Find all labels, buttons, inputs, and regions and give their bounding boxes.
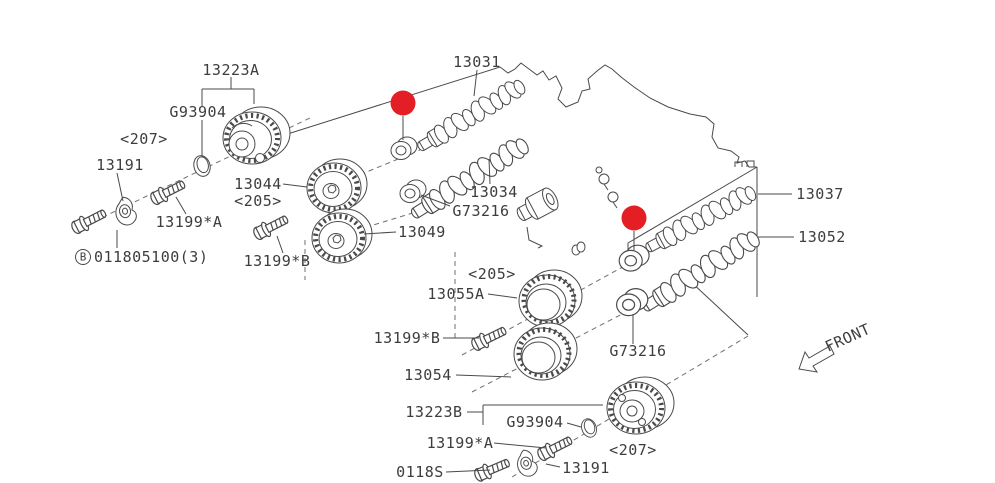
valve-clip-parts — [595, 166, 619, 209]
plate-13191-bottom — [513, 447, 540, 479]
ring-g73216-right — [615, 288, 649, 317]
oring-g93904-bottom — [578, 416, 600, 440]
cam-sprocket-13223B — [607, 377, 674, 434]
label-13223A[interactable]: 13223A — [202, 61, 259, 79]
label-13199A-bottom[interactable]: 13199*A — [427, 434, 494, 452]
label-0118S[interactable]: 0118S — [396, 463, 444, 481]
label-13052[interactable]: 13052 — [798, 228, 846, 246]
label-G93904-top[interactable]: G93904 — [169, 103, 226, 121]
label-205-top[interactable]: <205> — [234, 192, 282, 210]
label-G73216-right[interactable]: G73216 — [609, 342, 666, 360]
bolt-13199A-top — [147, 176, 189, 208]
small-cylinder-part — [571, 241, 586, 256]
label-13037[interactable]: 13037 — [796, 185, 844, 203]
label-13031[interactable]: 13031 — [453, 53, 501, 71]
label-13034[interactable]: 13034 — [470, 183, 518, 201]
bolt-011805100 — [68, 205, 110, 237]
highlight-marker-right[interactable] — [621, 205, 647, 231]
bolt-0118S — [471, 454, 513, 483]
ring-gear-13055A — [519, 270, 582, 327]
label-13044[interactable]: 13044 — [234, 175, 282, 193]
label-13199B-mid[interactable]: 13199*B — [374, 329, 441, 347]
cam-seal-left — [390, 136, 418, 160]
label-13191-bottom[interactable]: 13191 — [562, 459, 610, 477]
circled-b-text: B — [80, 251, 87, 264]
oring-g93904-top — [191, 153, 213, 179]
label-front: FRONT — [822, 320, 873, 356]
label-13199A-top[interactable]: 13199*A — [156, 213, 223, 231]
label-bolt-code-group[interactable]: B 011805100(3) — [75, 248, 209, 266]
label-207-bottom[interactable]: <207> — [609, 441, 657, 459]
label-207-top[interactable]: <207> — [120, 130, 168, 148]
label-13191-top[interactable]: 13191 — [96, 156, 144, 174]
ring-gear-13054 — [514, 323, 577, 380]
head-edge-notches — [734, 160, 755, 167]
leader-lines — [116, 69, 794, 473]
label-13055A[interactable]: 13055A — [427, 285, 484, 303]
circled-b-icon — [75, 249, 91, 265]
highlight-markers[interactable] — [390, 90, 647, 231]
front-direction-indicator: FRONT — [798, 320, 873, 373]
front-arrow-icon — [798, 345, 835, 373]
pointer-hook-line — [526, 226, 544, 249]
label-13049[interactable]: 13049 — [398, 223, 446, 241]
highlight-marker-left[interactable] — [390, 90, 416, 116]
label-13199B-top[interactable]: 13199*B — [244, 252, 311, 270]
label-13223B[interactable]: 13223B — [405, 403, 462, 421]
cam-sprocket-13223A — [223, 107, 290, 164]
label-205-mid[interactable]: <205> — [468, 265, 516, 283]
label-G73216-left[interactable]: G73216 — [452, 202, 509, 220]
plate-13191-top — [112, 195, 139, 228]
timing-gear-13049 — [312, 209, 372, 263]
tensioner-plug — [516, 187, 559, 221]
bolt-13199B-top — [250, 211, 292, 243]
label-011805100: 011805100(3) — [94, 248, 208, 266]
head-bottom-corner — [689, 280, 749, 336]
timing-gear-13044 — [307, 159, 367, 213]
label-G93904-bottom[interactable]: G93904 — [506, 413, 563, 431]
label-13054[interactable]: 13054 — [404, 366, 452, 384]
